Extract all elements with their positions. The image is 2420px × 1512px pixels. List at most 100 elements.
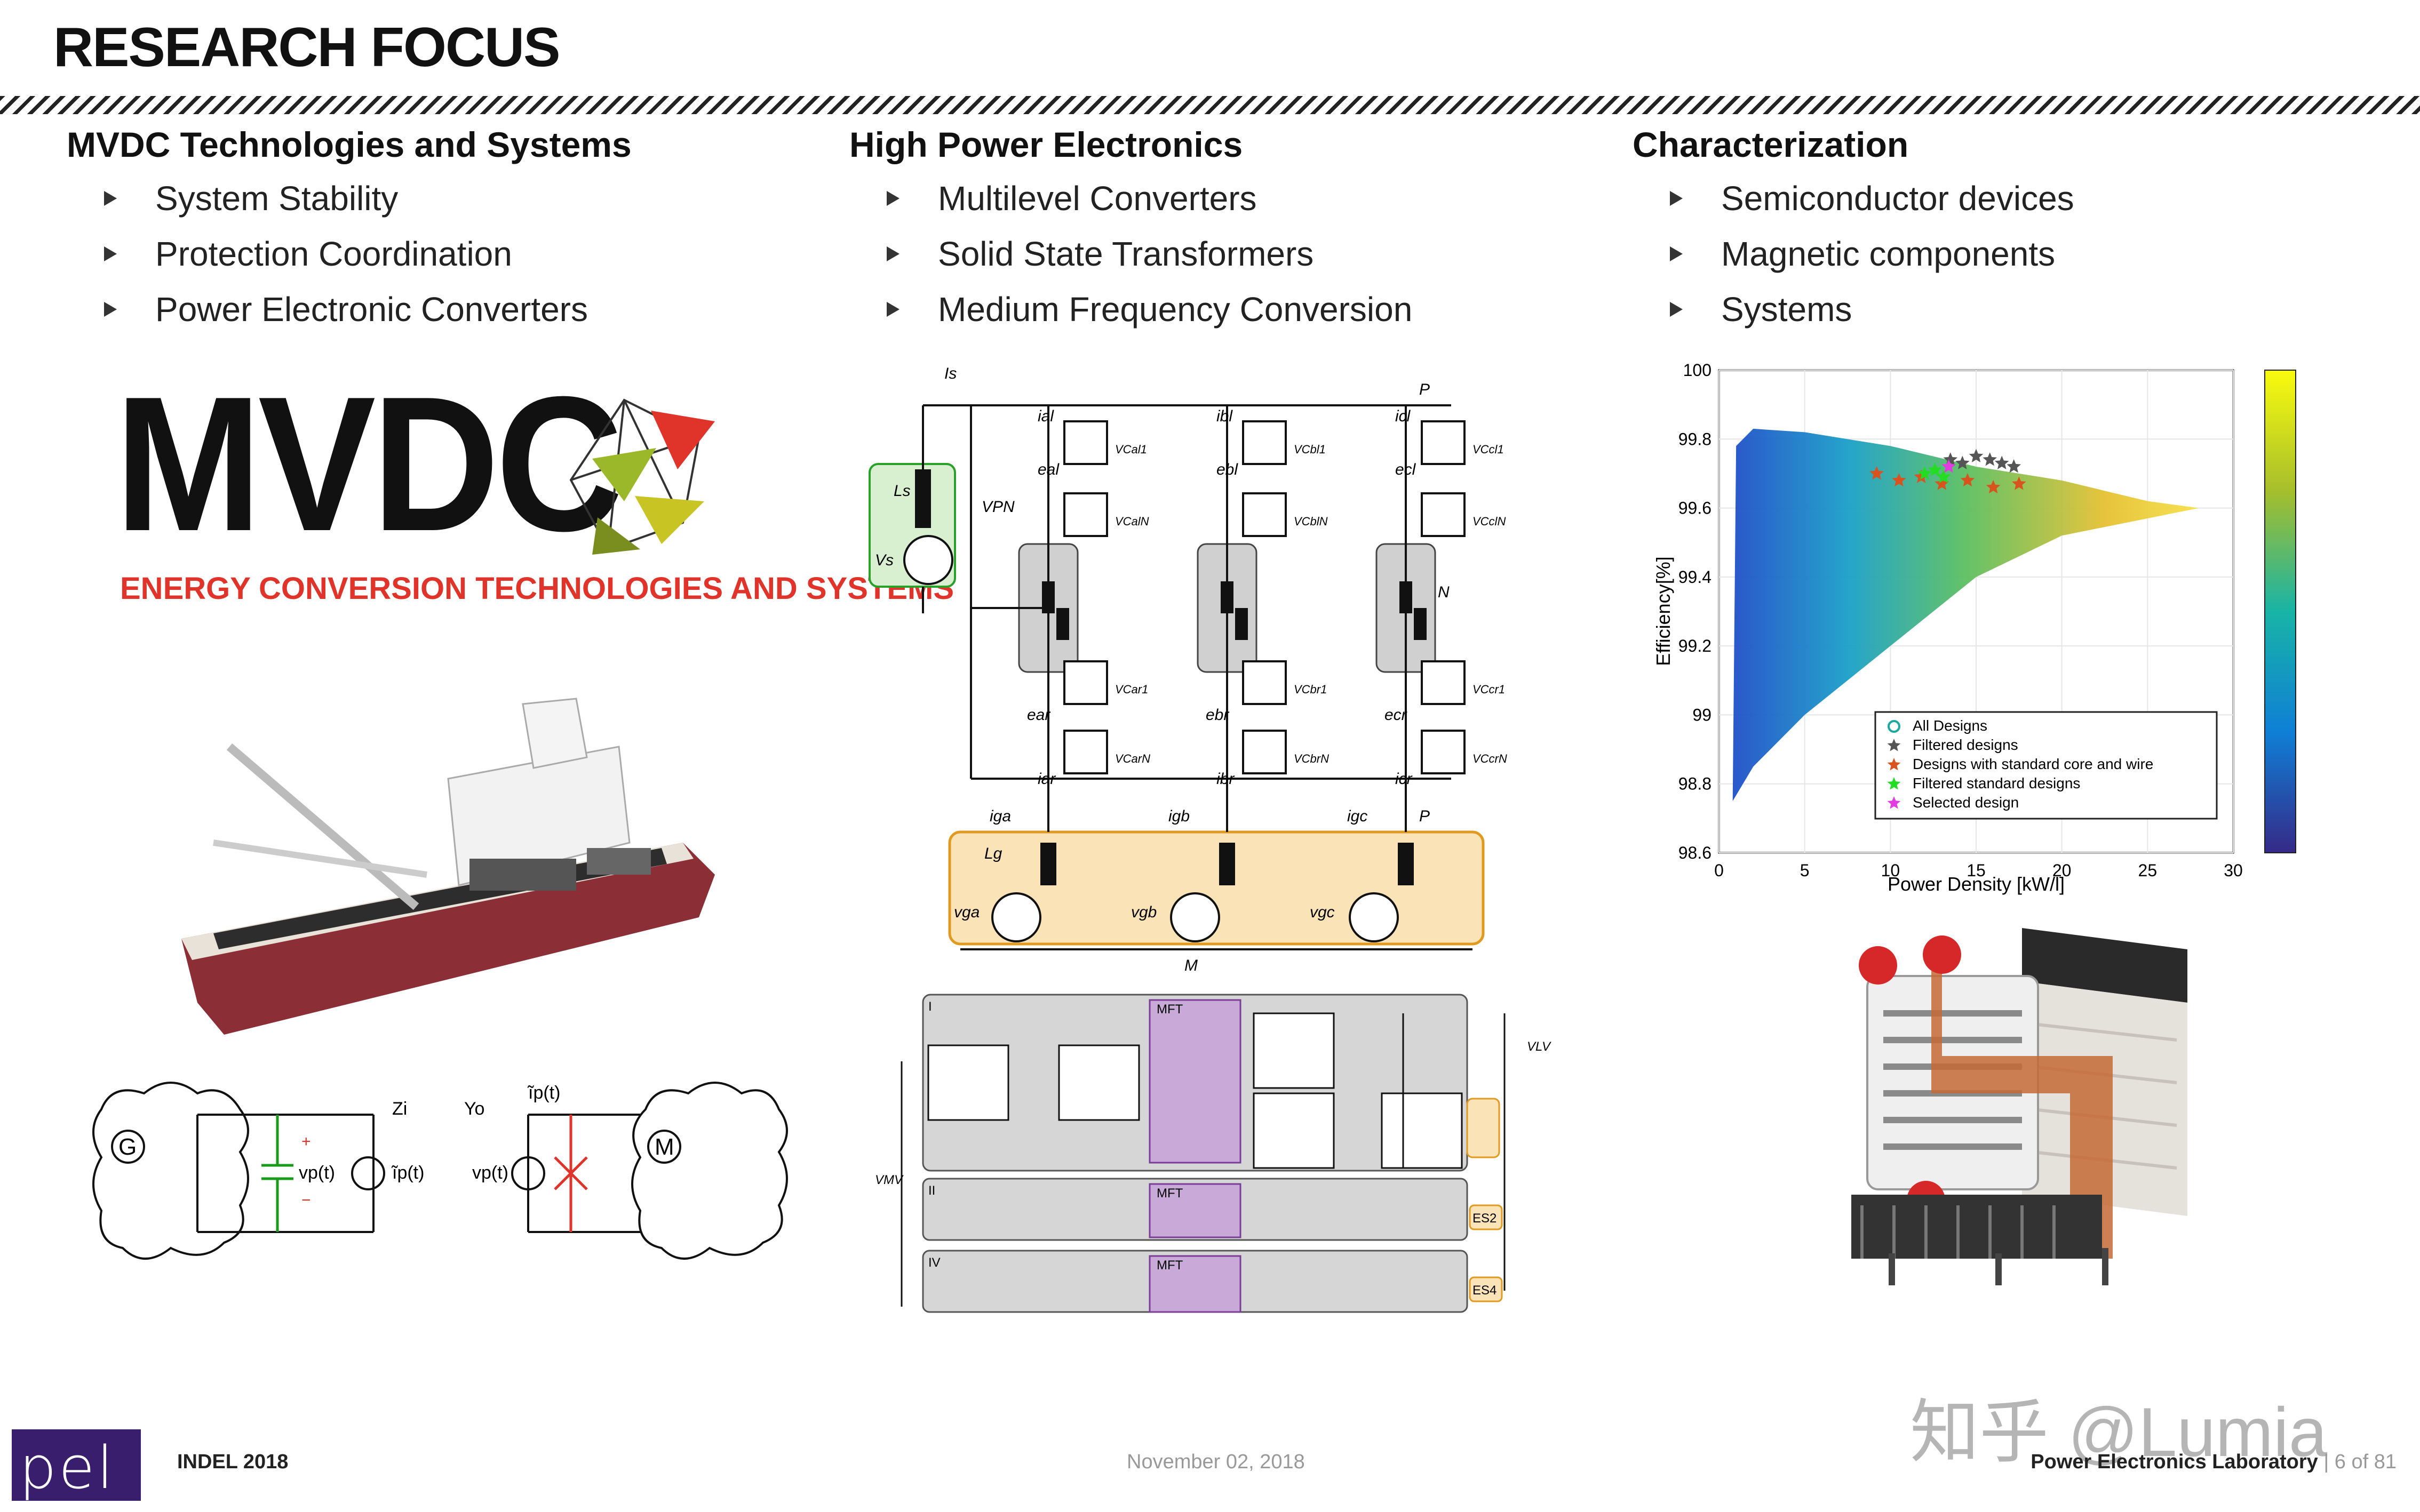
- bullet-list-characterization: Semiconductor devices Magnetic component…: [1670, 171, 2074, 337]
- igc-label: igc: [1347, 807, 1367, 825]
- mvdc-logo-emblem: [569, 398, 715, 555]
- bullet-item: System Stability: [104, 171, 588, 226]
- vcarn-label: VCarN: [1115, 752, 1150, 765]
- legend-marker-star: [1887, 758, 1901, 771]
- ship-illustration: [181, 698, 715, 1035]
- y-tick-label: 99.4: [1678, 567, 1711, 587]
- module-i-label: I: [928, 999, 932, 1014]
- ear-label: ear: [1027, 706, 1050, 724]
- mft-label-1: MFT: [1157, 1002, 1183, 1017]
- marker-filtered-designs: [1994, 455, 2009, 469]
- iga-label: iga: [990, 807, 1011, 825]
- bullet-icon: [887, 191, 899, 206]
- legend-marker-star: [1887, 777, 1901, 790]
- legend-entry: All Designs: [1913, 717, 1987, 734]
- marker-designs-with-standard-core-and-wire: [2012, 476, 2026, 490]
- footer-page-number: | 6 of 81: [2323, 1451, 2397, 1473]
- generator-label: G: [118, 1134, 137, 1160]
- bullet-icon: [1670, 191, 1683, 206]
- vlv-label: VLV: [1527, 1039, 1551, 1054]
- zi-label: Zi: [392, 1099, 407, 1119]
- ip-top-label: ĩp(t): [527, 1083, 560, 1103]
- all-designs-cloud: [1732, 428, 2199, 802]
- x-tick-label: 15: [1967, 861, 1986, 880]
- footer-lab-page: Power Electronics Laboratory | 6 of 81: [2031, 1451, 2397, 1474]
- vgb-label: vgb: [1131, 903, 1157, 921]
- es2-label: ES2: [1472, 1211, 1496, 1226]
- x-tick-label: 20: [2052, 861, 2072, 880]
- bullet-icon: [887, 302, 899, 317]
- vccr1-label: VCcr1: [1472, 683, 1505, 696]
- title-divider: [0, 96, 2420, 114]
- icr-label: icr: [1395, 770, 1413, 788]
- vcbrn-label: VCbrN: [1294, 752, 1329, 765]
- vccl1-label: VCcl1: [1472, 443, 1504, 456]
- module-ii-label: II: [928, 1183, 935, 1198]
- x-tick-label: 5: [1800, 861, 1810, 880]
- is-label: Is: [944, 365, 957, 382]
- bullet-item: Multilevel Converters: [887, 171, 1412, 226]
- legend-entry: Designs with standard core and wire: [1913, 756, 2153, 772]
- y-tick-label: 100: [1683, 361, 1711, 380]
- ebl-label: ebl: [1216, 461, 1238, 478]
- plus-sign: +: [301, 1133, 311, 1150]
- marker-filtered-standard-designs: [1936, 469, 1951, 483]
- mft-label-3: MFT: [1157, 1258, 1183, 1273]
- bullet-item: Solid State Transformers: [887, 226, 1412, 282]
- bullet-item: Power Electronic Converters: [104, 282, 588, 337]
- transformer-photo: [1851, 928, 2187, 1285]
- mvdc-logo-subtitle: ENERGY CONVERSION TECHNOLOGIES AND SYSTE…: [120, 571, 954, 606]
- footer-event: INDEL 2018: [177, 1451, 289, 1473]
- motor-label: M: [655, 1134, 674, 1160]
- bullet-list-mvdc: System Stability Protection Coordination…: [104, 171, 588, 337]
- ebr-label: ebr: [1206, 706, 1229, 724]
- bullet-item: Magnetic components: [1670, 226, 2074, 282]
- column-heading-characterization: Characterization: [1633, 125, 1909, 164]
- bullet-icon: [1670, 302, 1683, 317]
- mvdc-circuit-diagram: G M + − vp(t) ĩp(t) Zi Yo ĩp(t) vp(t): [92, 1082, 788, 1260]
- x-tick-label: 0: [1714, 861, 1724, 880]
- legend-marker-circle: [1888, 720, 1900, 733]
- bullet-icon: [104, 246, 117, 261]
- ibl-label: ibl: [1216, 407, 1233, 425]
- vs-label: Vs: [875, 551, 894, 569]
- vcaln-label: VCalN: [1115, 515, 1149, 528]
- bullet-item: Systems: [1670, 282, 2074, 337]
- ecr-label: ecr: [1384, 706, 1407, 724]
- igb-label: igb: [1168, 807, 1190, 825]
- vmv-label: VMV: [875, 1173, 904, 1187]
- x-axis-label: Power Density [kW/l]: [1888, 873, 2065, 895]
- y-tick-label: 99.2: [1678, 636, 1711, 655]
- mmc-converter-diagram: Is P N P M Ls Vs VPN Lg ial ibl icl eal …: [869, 365, 1507, 974]
- p-bottom-label: P: [1419, 807, 1430, 825]
- vgc-label: vgc: [1310, 903, 1335, 921]
- marker-filtered-designs: [1955, 455, 1970, 469]
- module-iv-label: IV: [928, 1255, 941, 1270]
- colorbar: [2264, 370, 2296, 853]
- vp-right-label: vp(t): [472, 1163, 508, 1183]
- x-tick-label: 25: [2138, 861, 2158, 880]
- vccrn-label: VCcrN: [1472, 752, 1507, 765]
- icl-label: icl: [1395, 407, 1411, 425]
- slide-title: RESEARCH FOCUS: [53, 17, 561, 78]
- marker-filtered-designs: [1983, 452, 1997, 466]
- mft-label-2: MFT: [1157, 1186, 1183, 1201]
- y-tick-label: 99: [1692, 705, 1711, 724]
- bullet-item: Semiconductor devices: [1670, 171, 2074, 226]
- marker-filtered-designs: [2007, 459, 2021, 473]
- ial-label: ial: [1038, 407, 1054, 425]
- vga-label: vga: [954, 903, 980, 921]
- legend-entry: Filtered standard designs: [1913, 775, 2080, 791]
- n-label: N: [1438, 583, 1450, 601]
- vcar1-label: VCar1: [1115, 683, 1148, 696]
- iar-label: iar: [1038, 770, 1056, 788]
- sst-block-diagram: MFT MFT MFT I II IV VLV VMV ES2 ES4: [875, 994, 1551, 1313]
- yo-label: Yo: [464, 1099, 484, 1119]
- marker-filtered-standard-designs: [1928, 462, 1943, 476]
- vcbln-label: VCblN: [1294, 515, 1328, 528]
- bullet-item: Protection Coordination: [104, 226, 588, 282]
- ls-label: Ls: [894, 482, 911, 500]
